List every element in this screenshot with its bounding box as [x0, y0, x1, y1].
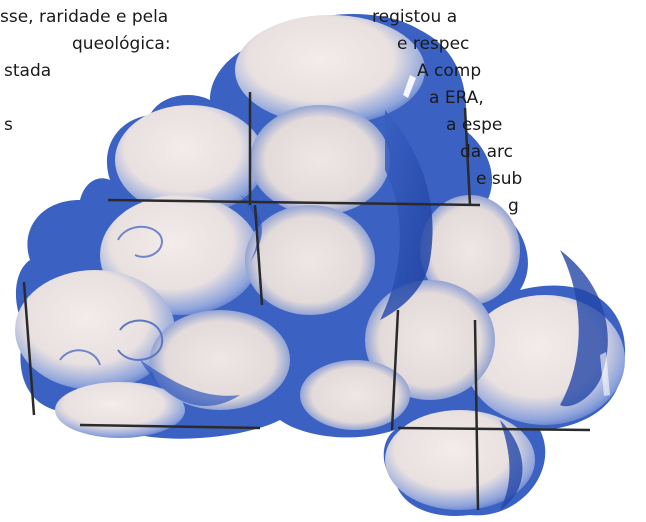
- right-text-column: registou a e respec A comp a ERA, a espe…: [372, 4, 646, 220]
- outline-swirl: [117, 225, 163, 258]
- right-text-line: A comp: [417, 61, 482, 81]
- cloud-puff: [420, 195, 520, 305]
- left-text-line: queológica:: [72, 34, 171, 54]
- cloud-puff: [115, 105, 265, 215]
- left-text-line: [0, 85, 171, 112]
- left-text-line: s: [4, 115, 13, 135]
- cloud-puff: [385, 410, 535, 510]
- glaze-highlight: [403, 75, 416, 98]
- glaze-highlight: [600, 352, 610, 396]
- cobalt-stroke: [140, 360, 240, 406]
- cloud-puff: [245, 205, 375, 315]
- right-text-line: da arc: [460, 142, 513, 162]
- right-text-line: e respec: [397, 34, 470, 54]
- cobalt-stroke: [380, 110, 433, 320]
- right-text-line: e sub: [476, 169, 523, 189]
- grout-lines: [22, 92, 591, 511]
- right-text-line: a ERA,: [429, 88, 484, 108]
- cloud-puff: [235, 15, 425, 125]
- right-text-line: g: [508, 196, 519, 216]
- left-text-column: sse, raridade e pela queológica: stada s: [0, 4, 171, 139]
- cloud-puff: [150, 310, 290, 410]
- left-text-line: stada: [4, 61, 52, 81]
- cobalt-stroke: [560, 250, 608, 407]
- outline-swirl: [59, 349, 101, 366]
- cloud-puff: [250, 105, 390, 215]
- cobalt-stroke: [500, 420, 523, 510]
- right-text-line: registou a: [372, 7, 458, 27]
- cloud-puff: [300, 360, 410, 430]
- right-text-line: a espe: [446, 115, 503, 135]
- outline-swirl: [117, 319, 164, 361]
- left-text-line: sse, raridade e pela: [0, 7, 169, 27]
